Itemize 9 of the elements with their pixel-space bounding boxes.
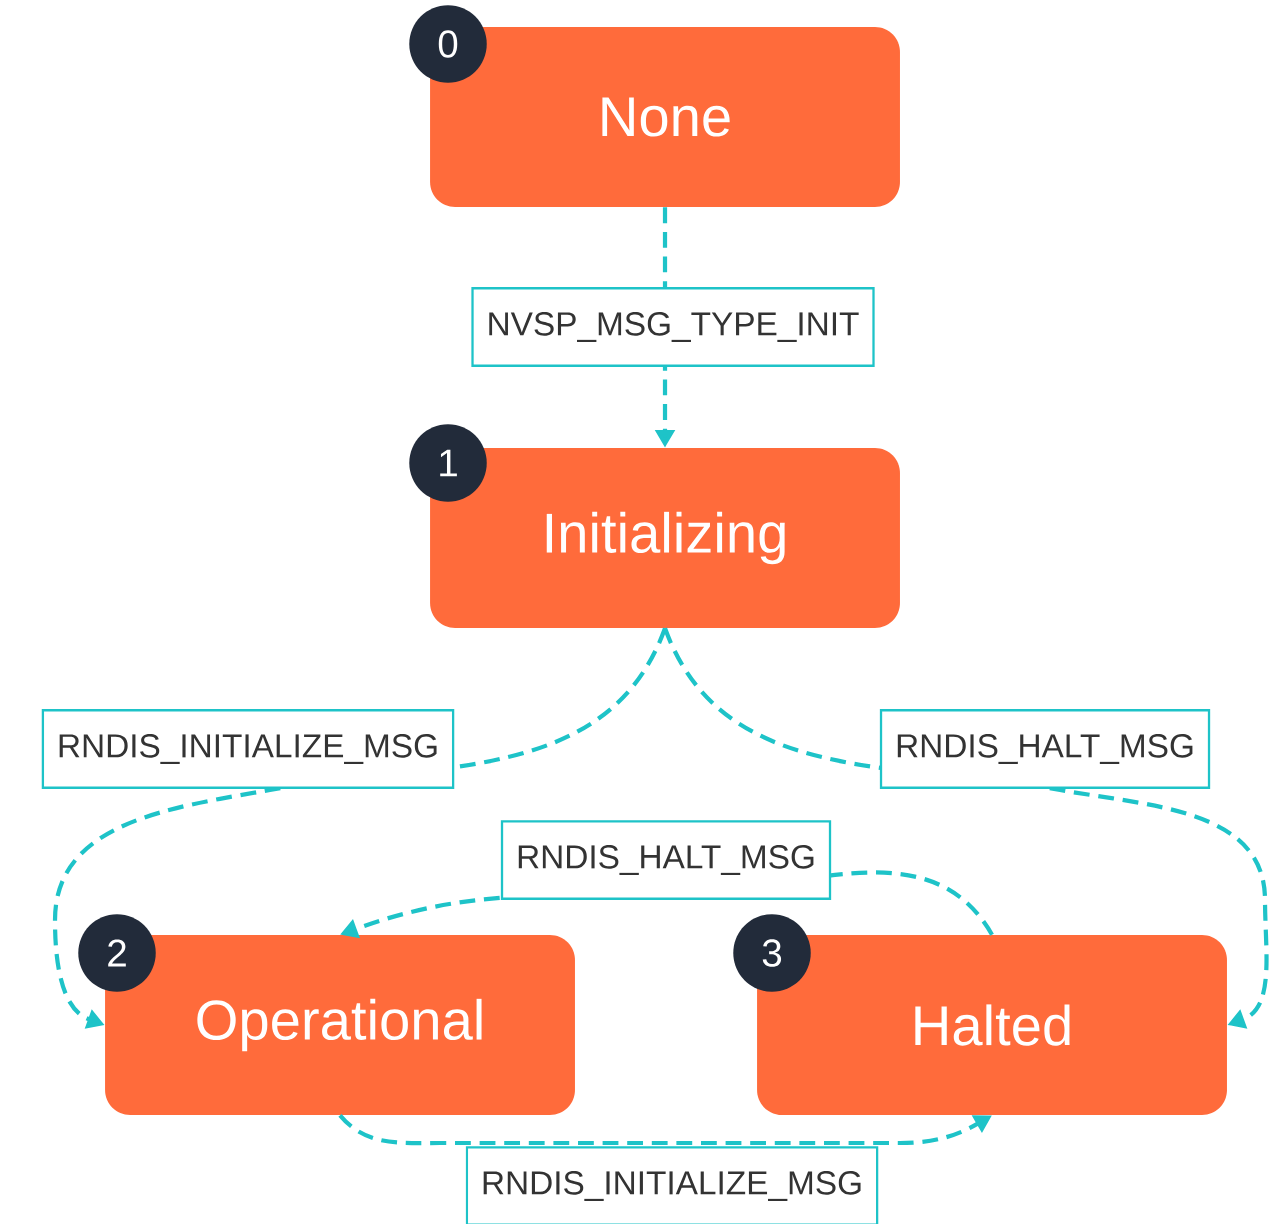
- edge-label: NVSP_MSG_TYPE_INIT: [471, 287, 875, 367]
- number-badge: 1: [409, 424, 487, 502]
- number-badge: 3: [733, 914, 811, 992]
- number-badge: 0: [409, 5, 487, 83]
- edge-label: RNDIS_INITIALIZE_MSG: [41, 709, 455, 789]
- number-badge: 2: [78, 914, 156, 992]
- edge-label: RNDIS_HALT_MSG: [879, 709, 1211, 789]
- edge-label: RNDIS_HALT_MSG: [500, 820, 832, 900]
- edge-label: RNDIS_INITIALIZE_MSG: [465, 1146, 879, 1224]
